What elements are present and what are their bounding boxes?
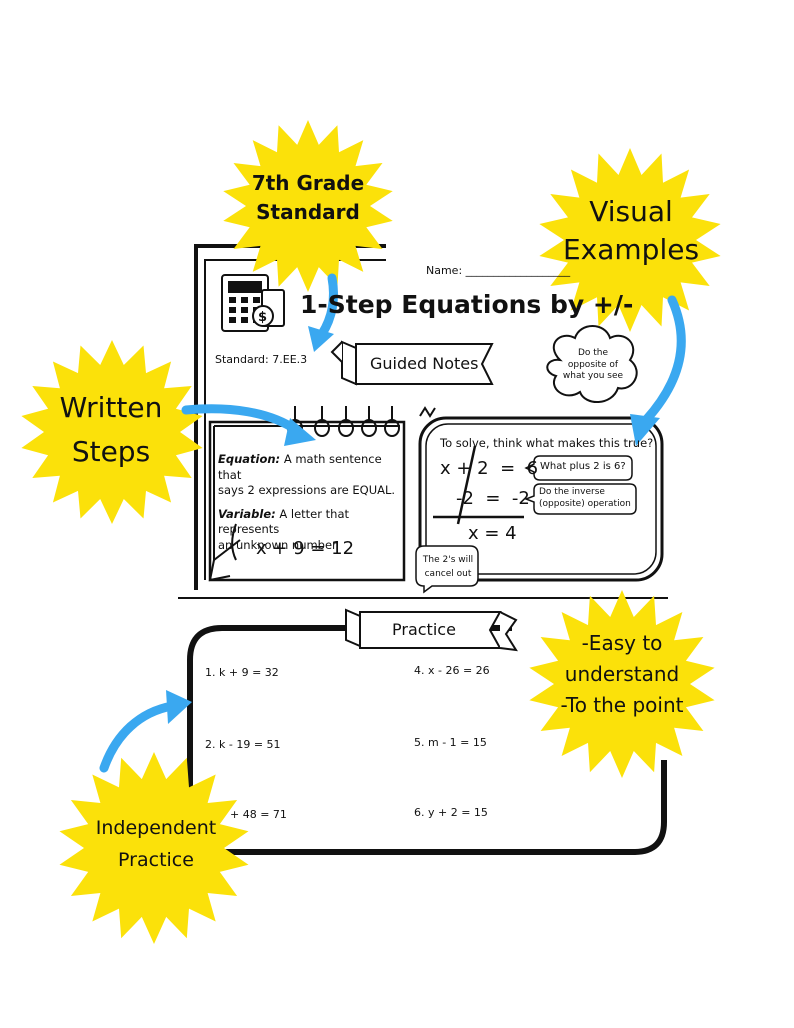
problem-2: 2. k - 19 = 51 <box>205 738 281 751</box>
variable-term: Variable: <box>218 506 276 521</box>
example-line-1: x + 2 = 6 <box>440 458 539 479</box>
calculator-icon: $ <box>221 274 285 332</box>
standard-label: Standard: 7.EE.3 <box>215 353 308 366</box>
example-line-2: -2 = -2 <box>456 488 530 509</box>
callout-grade-standard: 7th Grade Standard <box>238 172 378 224</box>
practice-label: Practice <box>392 620 456 639</box>
burst-grade <box>223 120 393 292</box>
practice-banner <box>345 608 518 652</box>
bubble-cancel-line-2: cancel out <box>424 568 472 579</box>
burst-written <box>21 340 203 524</box>
guided-notes-label: Guided Notes <box>370 354 479 373</box>
problem-1: 1. k + 9 = 32 <box>205 666 279 679</box>
bubble-what-plus: What plus 2 is 6? <box>540 461 626 472</box>
callout-easy-line-1: -Easy to <box>581 631 663 655</box>
variable-definition-2: an unknown number <box>218 537 337 552</box>
notes-definitions: Equation: A math sentence that says 2 ex… <box>218 452 404 553</box>
speech-bubbles <box>415 455 637 594</box>
variable-definition-1: A letter that represents <box>218 506 349 537</box>
svg-text:$: $ <box>258 310 267 325</box>
bubble-inverse-line-1: Do the inverse <box>539 487 605 497</box>
callout-grade-line-1: 7th Grade <box>251 171 365 195</box>
callout-visual-line-1: Visual <box>589 195 673 228</box>
burst-visual <box>539 148 721 332</box>
bubble-inverse-line-2: (opposite) operation <box>539 499 631 510</box>
burst-independent <box>59 752 249 944</box>
example-prompt: To solve, think what makes this true? <box>440 436 654 450</box>
blue-arrows <box>99 273 686 773</box>
page-title: 1-Step Equations by +/- <box>300 290 634 319</box>
bubble-inverse: Do the inverse (opposite) operation <box>539 486 631 510</box>
callout-grade-line-2: Standard <box>256 200 360 224</box>
callout-independent-line-2: Practice <box>118 848 194 871</box>
callout-independent-line-1: Independent <box>95 817 217 839</box>
example-line-3: x = 4 <box>468 523 517 544</box>
name-label: Name: ___________________ <box>426 264 571 277</box>
callout-visual-line-2: Examples <box>562 233 700 267</box>
callout-visual-examples: Visual Examples <box>556 195 706 267</box>
callout-easy: -Easy to understand -To the point <box>548 632 696 717</box>
callout-easy-line-2: understand <box>564 662 680 686</box>
callout-written-line-1: Written <box>59 391 163 424</box>
equation-term: Equation: <box>218 452 281 466</box>
guided-notes-banner <box>330 340 494 386</box>
callout-easy-line-3: -To the point <box>560 693 684 717</box>
spark-marks <box>419 406 436 418</box>
problem-3: + 48 = 71 <box>230 808 287 821</box>
callout-written-line-2: Steps <box>71 435 151 469</box>
cloud-shape <box>546 325 638 403</box>
bubble-cancel: The 2's will cancel out <box>420 554 476 581</box>
problem-4: 4. x - 26 = 26 <box>414 664 490 677</box>
callout-independent-practice: Independent Practice <box>76 817 236 872</box>
cloud-note: Do the opposite of what you see <box>562 348 624 382</box>
problem-6: 6. y + 2 = 15 <box>414 806 488 819</box>
example-equation: x + 9 = 12 <box>256 538 355 559</box>
notepad <box>208 406 406 582</box>
callout-written-steps: Written Steps <box>46 391 176 469</box>
equation-definition-1: A math sentence that <box>218 452 382 482</box>
equation-definition-2: says 2 expressions are EQUAL. <box>218 483 396 498</box>
bubble-cancel-line-1: The 2's will <box>422 555 474 565</box>
burst-easy <box>529 590 715 778</box>
arrow-heads <box>166 326 660 724</box>
problem-5: 5. m - 1 = 15 <box>414 736 487 749</box>
